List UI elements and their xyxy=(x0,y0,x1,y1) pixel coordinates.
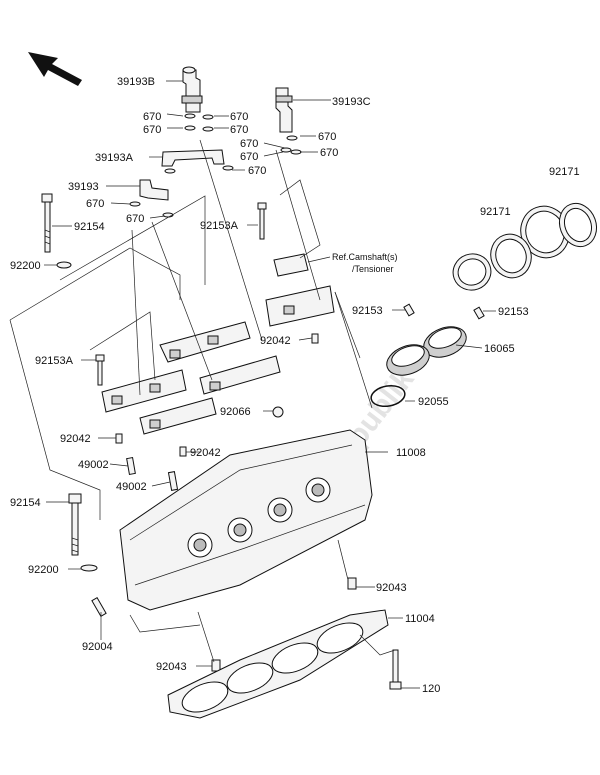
bolt-92153A-mid xyxy=(95,354,105,386)
label-39193B: 39193B xyxy=(117,76,155,88)
part-labels: 39193B 39193C 670 670 670 670 670 670 67… xyxy=(10,76,580,695)
guide-49002-a xyxy=(126,457,136,475)
dowel-92043-low xyxy=(211,659,221,672)
tensioner-plate xyxy=(273,253,309,277)
bolt-92154-top xyxy=(41,193,53,253)
screw-92153-left xyxy=(403,303,415,317)
label-92153-right: 92153 xyxy=(498,306,529,318)
hose-39193C xyxy=(275,87,293,133)
label-670-j: 670 xyxy=(86,198,104,210)
label-16065: 16065 xyxy=(484,343,515,355)
oring-92055 xyxy=(370,384,406,408)
clamp-92171-d xyxy=(558,202,598,248)
washer-92200-top xyxy=(56,261,72,269)
label-670-g: 670 xyxy=(240,151,258,163)
hose-39193 xyxy=(139,179,169,201)
label-92154-low: 92154 xyxy=(10,497,41,509)
washer-92200-low xyxy=(80,564,98,572)
label-92154-top: 92154 xyxy=(74,221,105,233)
label-670-h: 670 xyxy=(320,147,338,159)
front-arrow-icon xyxy=(28,52,82,86)
guide-49002-b xyxy=(167,471,179,491)
label-ref-tensioner: /Tensioner xyxy=(352,264,394,274)
clamp-92171-b xyxy=(490,233,532,279)
label-92171-b: 92171 xyxy=(480,206,511,218)
label-49002-b: 49002 xyxy=(116,481,147,493)
label-92153-left: 92153 xyxy=(352,305,383,317)
label-670-f: 670 xyxy=(318,131,336,143)
camshaft-cap-right-upper xyxy=(199,355,281,395)
label-92043-right: 92043 xyxy=(376,582,407,594)
label-92153A-mid: 92153A xyxy=(35,355,74,367)
leader-lines xyxy=(9,80,496,689)
label-670-k: 670 xyxy=(126,213,144,225)
label-92042-mid: 92042 xyxy=(60,433,91,445)
camshaft-cap-tensioner xyxy=(265,285,335,327)
label-92042-top: 92042 xyxy=(260,335,291,347)
dowel-92042-mid xyxy=(115,433,123,444)
label-39193A: 39193A xyxy=(95,152,134,164)
label-92055: 92055 xyxy=(418,396,449,408)
camshaft-cap-left-upper xyxy=(159,321,251,363)
label-670-d: 670 xyxy=(230,124,248,136)
label-670-a: 670 xyxy=(143,111,161,123)
dowel-92042-top xyxy=(311,333,319,344)
label-92066: 92066 xyxy=(220,406,251,418)
label-120: 120 xyxy=(422,683,440,695)
label-92043-low: 92043 xyxy=(156,661,187,673)
screw-92153-right xyxy=(473,306,485,320)
label-92153A-top: 92153A xyxy=(200,220,239,232)
label-670-b: 670 xyxy=(230,111,248,123)
holder-16065-b xyxy=(386,344,430,376)
cylinder-head-11008 xyxy=(119,429,373,611)
hose-39193B xyxy=(181,66,203,113)
label-11004: 11004 xyxy=(405,613,435,625)
bolt-120 xyxy=(389,649,402,690)
bolt-92154-low xyxy=(68,493,82,556)
camshaft-cap-left-lower xyxy=(101,369,187,413)
label-92200-top: 92200 xyxy=(10,260,41,272)
label-92042-low: 92042 xyxy=(190,447,221,459)
camshaft-cap-right-lower xyxy=(139,397,217,435)
bolt-92153A-top xyxy=(257,202,267,240)
label-92171-a: 92171 xyxy=(549,166,580,178)
label-670-c: 670 xyxy=(143,124,161,136)
dowel-92043-right xyxy=(347,577,357,590)
plug-92066 xyxy=(272,406,284,418)
dowel-92042-low xyxy=(179,446,187,457)
head-gasket-11004 xyxy=(167,609,389,719)
holder-16065-a xyxy=(423,326,467,358)
label-39193: 39193 xyxy=(68,181,99,193)
stud-92004 xyxy=(91,597,107,617)
label-92200-low: 92200 xyxy=(28,564,59,576)
label-670-e: 670 xyxy=(240,138,258,150)
clamp-rings xyxy=(129,113,302,218)
label-39193C: 39193C xyxy=(332,96,371,108)
label-49002-a: 49002 xyxy=(78,459,109,471)
label-670-i: 670 xyxy=(248,165,266,177)
label-92004: 92004 xyxy=(82,641,113,653)
label-11008: 11008 xyxy=(396,447,426,459)
clamp-92171-c xyxy=(452,253,492,291)
label-ref-camshaft: Ref.Camshaft(s) xyxy=(332,252,398,262)
hose-39193A xyxy=(161,149,225,167)
